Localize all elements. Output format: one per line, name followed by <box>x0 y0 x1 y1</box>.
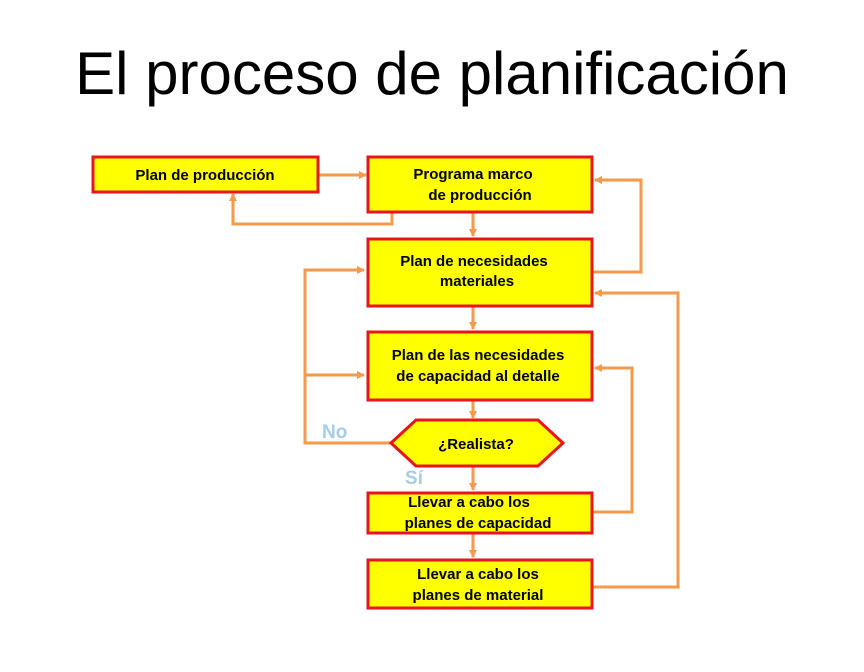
node-programa-marco-line1: Programa marco <box>413 166 532 183</box>
node-plan-produccion-label: Plan de producción <box>135 167 274 184</box>
node-programa-marco-box <box>366 155 594 214</box>
node-plan-necesidades-capacidad-line1: Plan de las necesidades <box>392 347 565 364</box>
node-plan-produccion-box <box>91 155 320 194</box>
node-plan-necesidades-capacidad-box <box>366 330 594 402</box>
node-realista-shape <box>388 418 566 468</box>
node-llevar-capacidad-line1: Llevar a cabo los <box>408 494 530 511</box>
connector-materiales-to-programa <box>592 176 643 274</box>
node-programa-marco: Programa marco de producción <box>366 155 594 214</box>
node-plan-produccion: Plan de producción <box>91 155 320 194</box>
node-llevar-capacidad: Llevar a cabo los planes de capacidad <box>366 491 594 535</box>
node-plan-necesidades-materiales-box <box>366 237 594 308</box>
node-llevar-material: Llevar a cabo los planes de material <box>366 558 594 610</box>
label-no: No <box>322 422 347 443</box>
node-plan-necesidades-materiales: Plan de necesidades materiales <box>366 237 594 308</box>
node-plan-necesidades-materiales-line1: Plan de necesidades <box>400 253 548 270</box>
connector-llevar-capacidad-to-capacidad <box>592 364 634 514</box>
connector-material-to-materiales <box>592 289 680 589</box>
page-title: El proceso de planificación <box>75 40 789 107</box>
connectors <box>229 171 680 589</box>
connector-no-loop <box>303 266 391 445</box>
node-llevar-capacidad-line2: planes de capacidad <box>405 515 552 532</box>
label-si: Sí <box>405 468 424 489</box>
node-realista: ¿Realista? <box>388 418 566 468</box>
connector-programa-to-produccion <box>229 193 394 226</box>
node-llevar-material-box <box>366 558 594 610</box>
node-realista-label: ¿Realista? <box>438 436 514 453</box>
node-llevar-material-line1: Llevar a cabo los <box>417 566 539 583</box>
node-llevar-capacidad-box <box>366 491 594 535</box>
node-plan-necesidades-materiales-line2: materiales <box>440 273 514 290</box>
node-plan-necesidades-capacidad-line2: de capacidad al detalle <box>396 368 559 385</box>
node-programa-marco-line2: de producción <box>428 187 531 204</box>
node-plan-necesidades-capacidad: Plan de las necesidades de capacidad al … <box>366 330 594 402</box>
node-llevar-material-line2: planes de material <box>413 587 544 604</box>
